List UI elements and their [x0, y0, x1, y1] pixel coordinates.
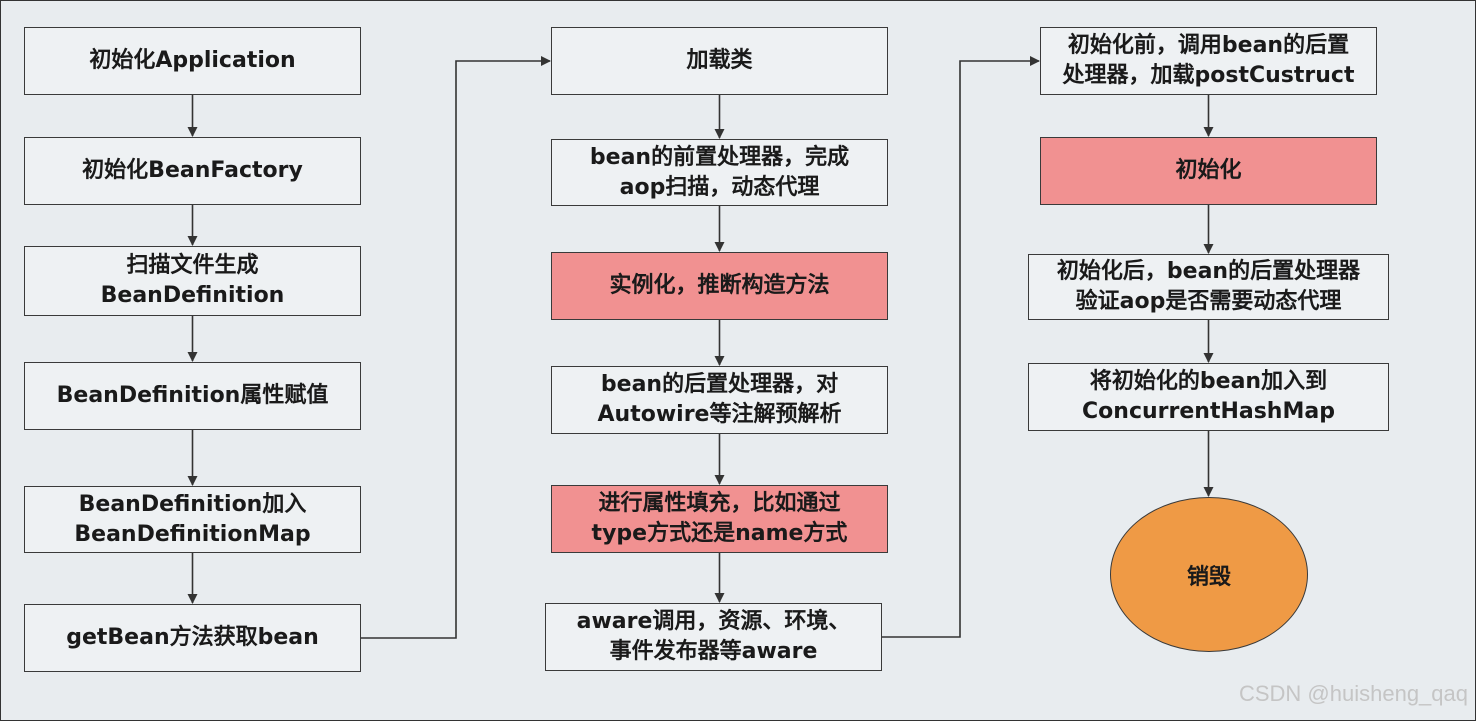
step-label-line: 事件发布器等aware [609, 639, 818, 664]
step-label-line: getBean方法获取bean [66, 625, 319, 650]
step-label-line: 将初始化的bean加入到 [1089, 369, 1328, 394]
column2-step-6: aware调用，资源、环境、事件发布器等aware [545, 603, 882, 671]
step-label-line: type方式还是name方式 [591, 521, 848, 546]
step-label-line: 处理器，加载postCustruct [1062, 63, 1355, 88]
step-label-line: BeanDefinitionMap [74, 521, 311, 547]
step-label-line: 初始化 [1175, 158, 1242, 183]
step-label-line: 初始化前，调用bean的后置 [1067, 33, 1350, 58]
step-label-line: ConcurrentHashMap [1082, 399, 1335, 424]
step-label-line: bean的前置处理器，完成 [589, 144, 850, 170]
column1-step-3: 扫描文件生成 BeanDefinition [24, 246, 361, 316]
step-label-line: 扫描文件生成 [126, 253, 259, 278]
column3-step-4: 将初始化的bean加入到 ConcurrentHashMap [1028, 363, 1389, 431]
step-label-line: bean的后置处理器，对 [600, 372, 839, 397]
column1-step-2: 初始化BeanFactory [24, 137, 361, 205]
column2-step-3: 实例化，推断构造方法 [551, 252, 888, 320]
column1-step-1: 初始化Application [24, 27, 361, 95]
column2-step-4: bean的后置处理器，对 Autowire等注解预解析 [551, 366, 888, 434]
destroy-terminal: 销毁 [1110, 497, 1308, 652]
step-label-line: BeanDefinition属性赋值 [56, 383, 329, 408]
column3-step-3: 初始化后，bean的后置处理器验证aop是否需要动态代理 [1028, 254, 1389, 320]
column1-step-5: BeanDefinition加入 BeanDefinitionMap [24, 486, 361, 553]
column3-step-1: 初始化前，调用bean的后置处理器，加载postCustruct [1040, 27, 1377, 95]
step-label-line: aware调用，资源、环境、 [576, 609, 851, 634]
step-label-line: BeanDefinition加入 [78, 491, 307, 517]
step-label-line: Autowire等注解预解析 [597, 402, 842, 427]
destroy-label: 销毁 [1186, 564, 1231, 590]
step-label-line: 实例化，推断构造方法 [609, 273, 830, 298]
column2-step-5: 进行属性填充，比如通过 type方式还是name方式 [551, 485, 888, 553]
step-label-line: 进行属性填充，比如通过 [598, 491, 841, 516]
step-label-line: 加载类 [686, 48, 753, 73]
column3-step-2: 初始化 [1040, 137, 1377, 205]
column2-step-2: bean的前置处理器，完成 aop扫描，动态代理 [551, 139, 888, 206]
step-label-line: 验证aop是否需要动态代理 [1075, 289, 1342, 314]
step-label-line: 初始化Application [89, 48, 296, 73]
column1-step-6: getBean方法获取bean [24, 604, 361, 672]
cross-arrow-2 [882, 56, 1040, 638]
column1-step-4: BeanDefinition属性赋值 [24, 362, 361, 430]
step-label-line: 初始化后，bean的后置处理器 [1056, 259, 1361, 284]
cross-arrow-1 [361, 56, 551, 639]
step-label-line: aop扫描，动态代理 [619, 174, 820, 200]
step-label-line: BeanDefinition [100, 283, 285, 308]
column2-step-1: 加载类 [551, 27, 888, 95]
watermark: CSDN @huisheng_qaq [1238, 681, 1468, 706]
step-label-line: 初始化BeanFactory [82, 158, 303, 183]
